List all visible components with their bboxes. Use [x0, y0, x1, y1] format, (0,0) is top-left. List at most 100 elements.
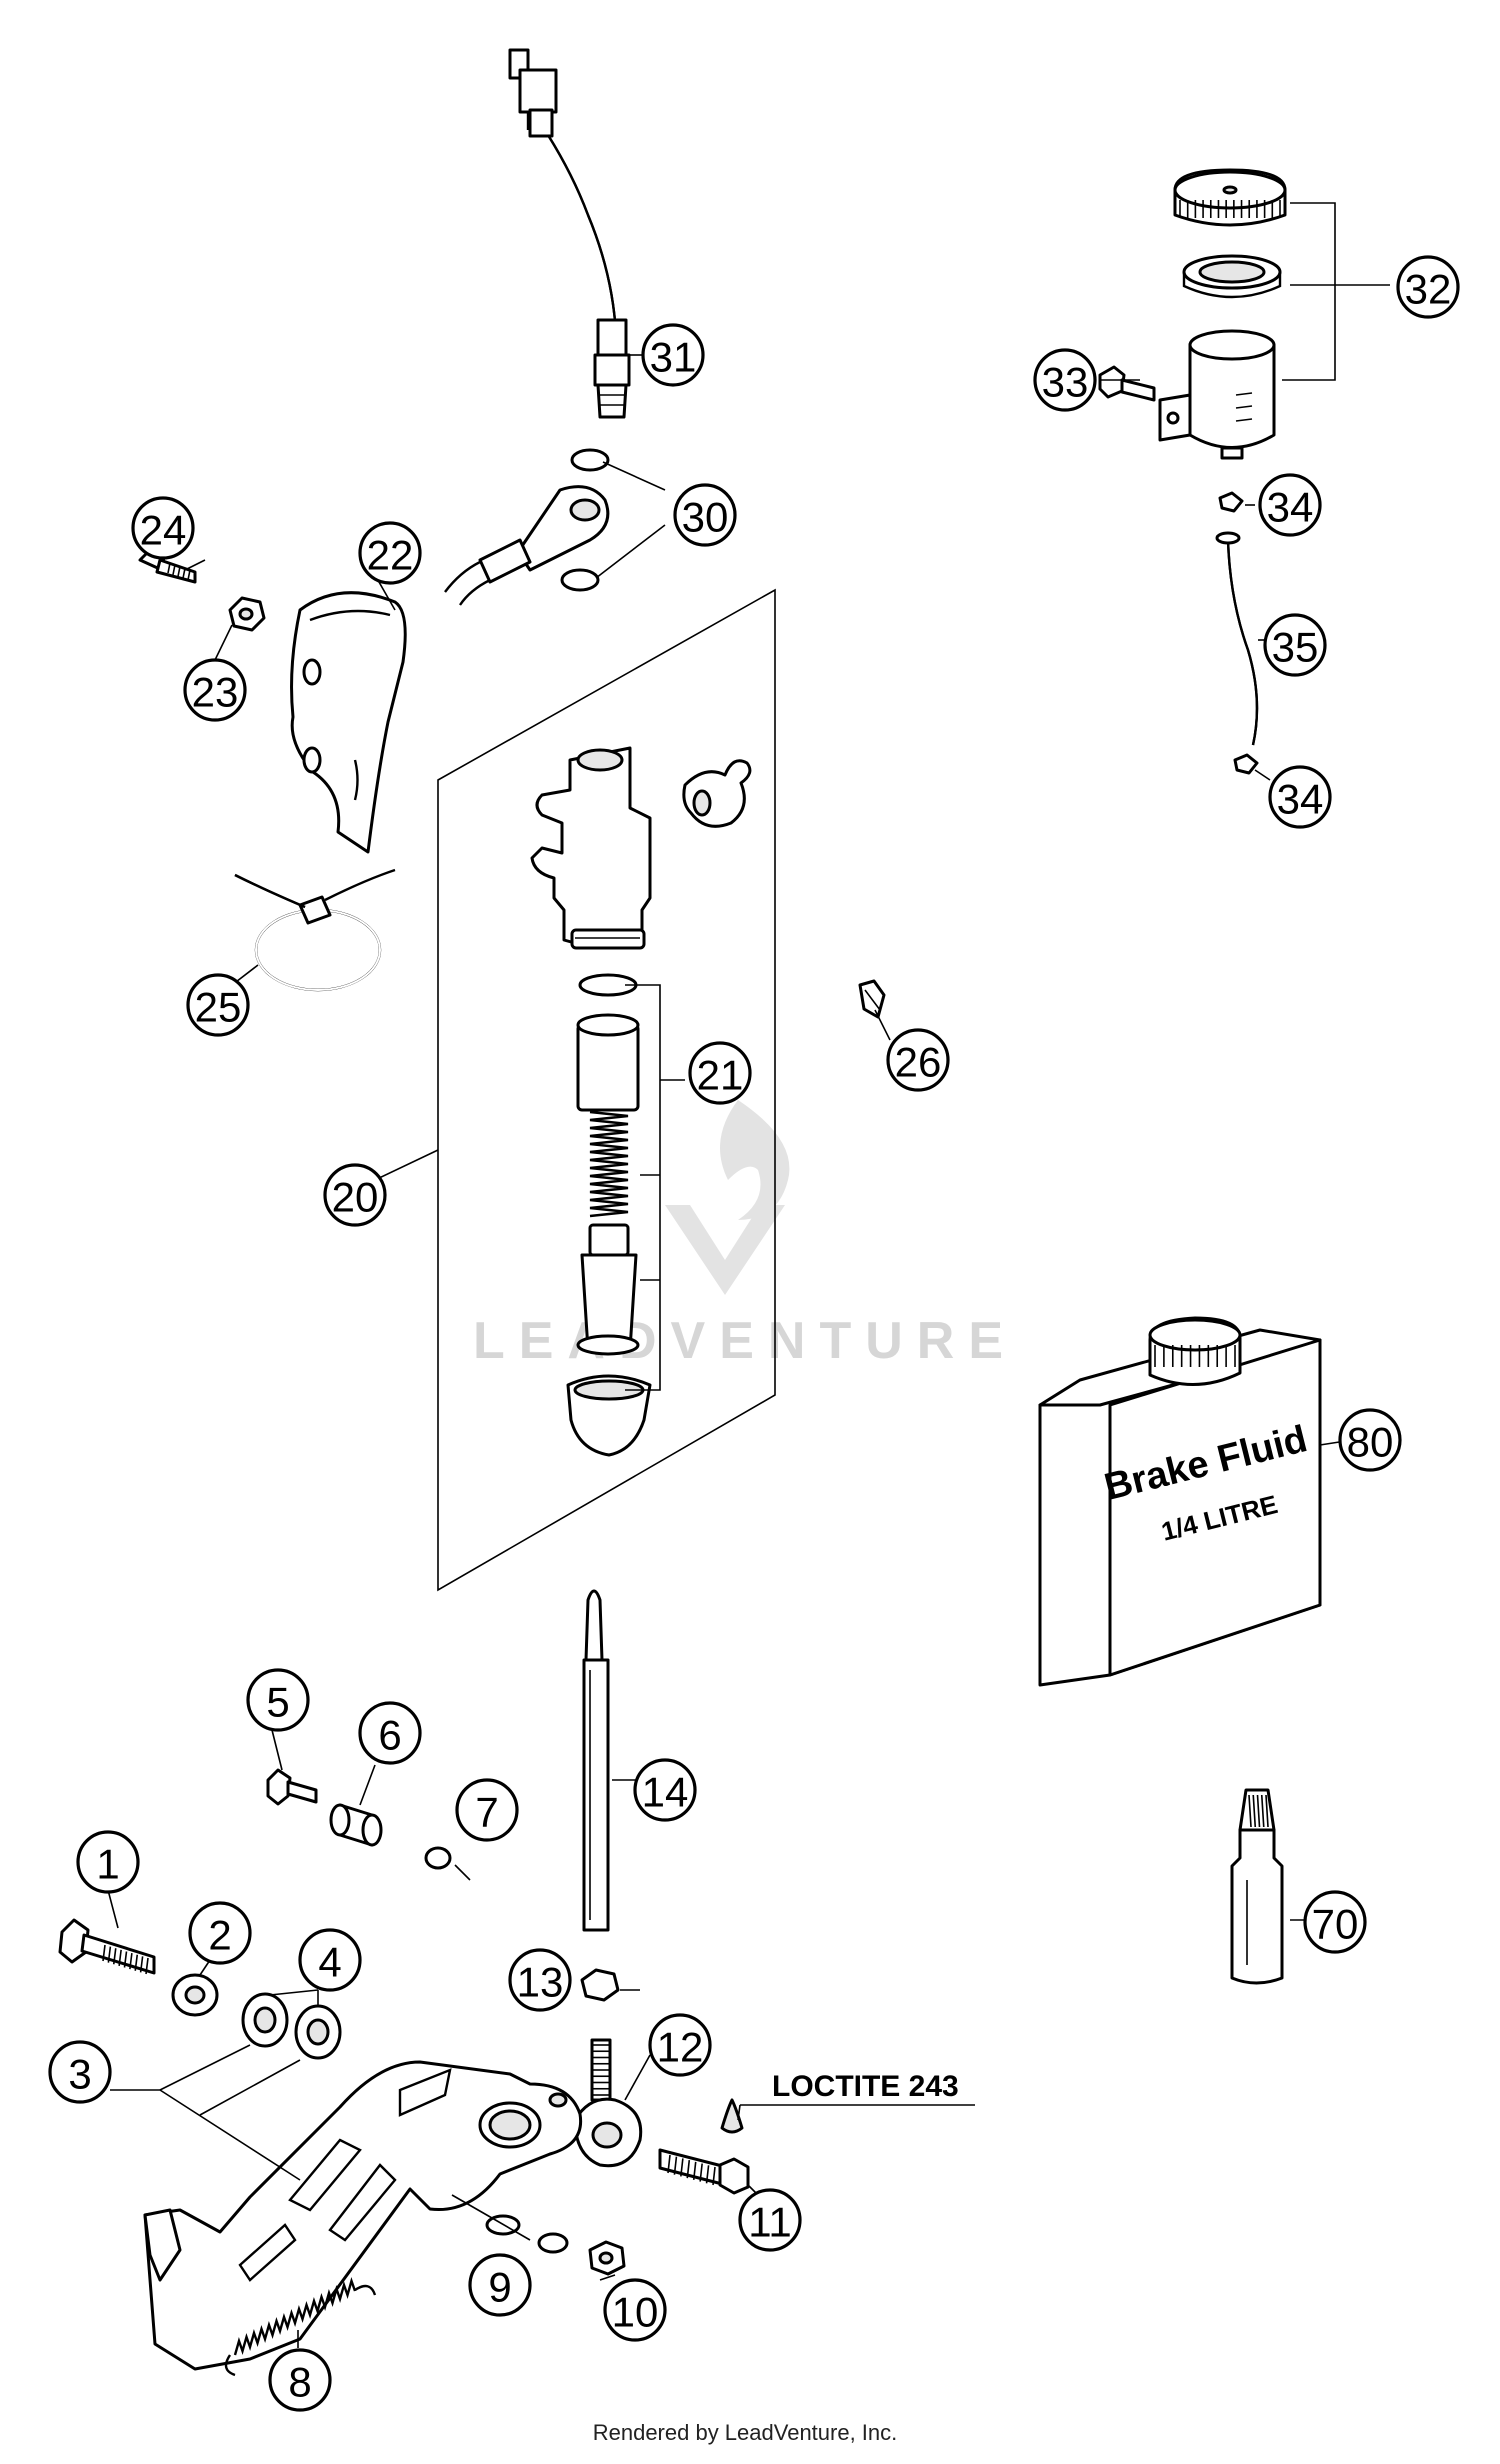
return-spring	[589, 1110, 629, 1218]
callout-32: 32	[1396, 255, 1460, 319]
callout-80: 80	[1338, 1408, 1402, 1472]
callout-label: 4	[318, 1939, 341, 1986]
circlip	[576, 1334, 640, 1356]
callout-label: 30	[682, 494, 729, 541]
bolt-5	[266, 1768, 318, 1806]
leader-30b	[595, 524, 666, 579]
reservoir-cap	[1173, 168, 1287, 227]
callout-20: 20	[323, 1163, 387, 1227]
callout-label: 8	[288, 2359, 311, 2406]
brake-light-switch	[508, 48, 631, 419]
bolt-1	[58, 1918, 156, 1975]
callout-8: 8	[268, 2348, 332, 2412]
sealing-washer-bottom	[560, 568, 600, 592]
callout-label: 22	[367, 532, 414, 579]
callout-9: 9	[468, 2253, 532, 2317]
callout-label: 20	[332, 1174, 379, 1221]
loctite-note: LOCTITE 243	[737, 2070, 975, 2121]
hose-clamp-top	[1218, 491, 1244, 513]
callout-2: 2	[188, 1901, 252, 1965]
reservoir-hose-35	[1215, 531, 1259, 746]
callout-layer: 1234567891011121314202122232425263031323…	[48, 255, 1460, 2412]
piston-sleeve	[576, 1013, 640, 1112]
callout-label: 5	[266, 1679, 289, 1726]
leader-20	[374, 1149, 439, 1181]
callout-label: 3	[68, 2051, 91, 2098]
bearing-4b	[294, 2004, 342, 2060]
bracket-32	[1282, 202, 1336, 381]
return-spring-8	[224, 2277, 377, 2377]
leaders-lower	[107, 354, 1366, 2348]
washer-2	[171, 1973, 219, 2017]
bracket-21	[625, 984, 661, 1391]
callout-label: 11	[748, 2199, 792, 2246]
flame-logo-icon	[720, 1100, 790, 1220]
callout-22: 22	[358, 521, 422, 585]
leader-30a	[602, 461, 666, 491]
callout-12: 12	[648, 2013, 712, 2077]
callout-21: 21	[688, 1041, 752, 1105]
callout-label: 12	[657, 2024, 704, 2071]
watermark-text: LEADVENTURE	[473, 1312, 1017, 1370]
dust-boot	[566, 1374, 652, 1457]
nut-10	[588, 2240, 626, 2276]
callout-33: 33	[1033, 348, 1097, 412]
loctite-note-text: LOCTITE 243	[772, 2070, 959, 2103]
nut-13	[580, 1968, 620, 2002]
washer-9b	[537, 2232, 569, 2254]
washer-7	[424, 1846, 452, 1870]
callout-label: 80	[1347, 1419, 1394, 1466]
callout-label: 23	[192, 669, 239, 716]
bolt-33	[1098, 365, 1156, 402]
footer-credit: Rendered by LeadVenture, Inc.	[593, 2420, 898, 2445]
callout-3: 3	[48, 2040, 112, 2104]
callout-label: 13	[517, 1959, 564, 2006]
callout-25: 25	[186, 973, 250, 1037]
callout-label: 9	[488, 2264, 511, 2311]
callout-6: 6	[358, 1701, 422, 1765]
callout-label: 33	[1042, 359, 1089, 406]
callout-70: 70	[1303, 1890, 1367, 1954]
sealing-washer-top	[570, 448, 610, 472]
callout-1: 1	[76, 1830, 140, 1894]
bolt-11	[658, 2148, 750, 2195]
callout-label: 35	[1272, 624, 1319, 671]
callout-7: 7	[455, 1778, 519, 1842]
loctite-tube	[1230, 1788, 1284, 1985]
brake-hose-banjo	[444, 485, 610, 606]
brake-fluid-bottle: Brake Fluid 1/4 LITRE	[1038, 1316, 1322, 1687]
callout-14: 14	[633, 1758, 697, 1822]
callout-26: 26	[886, 1028, 950, 1092]
callout-label: 21	[697, 1052, 744, 1099]
callout-31: 31	[641, 323, 705, 387]
reservoir-body	[1158, 329, 1276, 460]
callout-label: 26	[895, 1039, 942, 1086]
callout-34b: 34	[1268, 765, 1332, 829]
callout-label: 14	[642, 1769, 689, 1816]
callout-5: 5	[246, 1668, 310, 1732]
callout-23: 23	[183, 658, 247, 722]
callout-label: 70	[1312, 1901, 1359, 1948]
callout-30: 30	[673, 483, 737, 547]
loctite-drop-icon	[720, 2098, 744, 2134]
callout-11: 11	[738, 2188, 802, 2252]
heel-guard-22	[290, 591, 407, 854]
callout-label: 7	[475, 1789, 498, 1836]
callout-13: 13	[508, 1948, 572, 2012]
callout-label: 6	[378, 1712, 401, 1759]
v-logo-icon	[665, 1205, 785, 1295]
watermark: LEADVENTURE	[473, 1100, 1017, 1370]
master-cylinder-body	[530, 746, 652, 950]
callout-label: 10	[612, 2289, 659, 2336]
bearing-4a	[241, 1992, 289, 2048]
callout-label: 31	[650, 334, 697, 381]
piston	[580, 1223, 638, 1352]
callout-24: 24	[131, 496, 195, 560]
pushrod-14	[582, 1589, 610, 1932]
inlet-fitting	[682, 759, 752, 828]
reservoir-diaphragm	[1182, 254, 1282, 299]
bushing-6	[329, 1803, 383, 1847]
brake-pedal-3	[143, 2060, 583, 2371]
